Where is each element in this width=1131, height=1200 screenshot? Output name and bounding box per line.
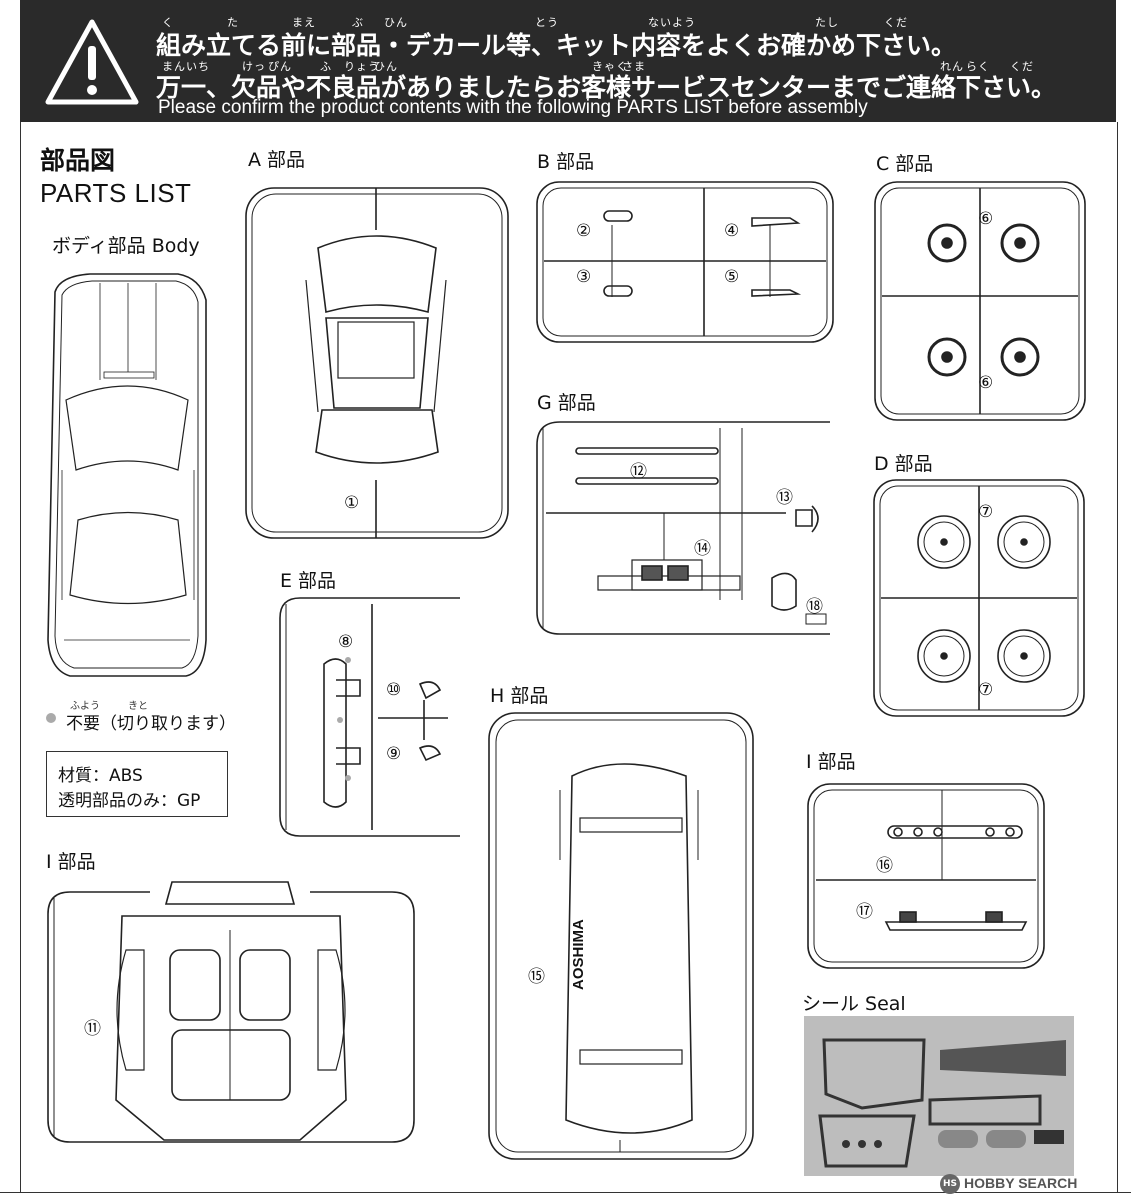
- unneeded-dot-icon: [46, 713, 56, 723]
- part-number-12: ⑫: [630, 462, 647, 482]
- section-b-label: B 部品: [537, 151, 595, 173]
- part-number-6a: ⑥: [978, 209, 994, 229]
- part-number-3: ③: [576, 267, 592, 287]
- warning-banner: [20, 0, 1116, 122]
- banner-line1: 組み立てる前に部品・デカール等、キット内容をよくお確かめ下さい。: [156, 31, 957, 60]
- legend-unneeded: 不要（切り取ります）: [66, 714, 236, 734]
- banner-line3: Please confirm the product contents with…: [158, 97, 868, 118]
- part-number-7b: ⑦: [978, 680, 994, 700]
- body-section-label: ボディ部品 Body: [52, 235, 200, 257]
- part-number-9: ⑨: [386, 744, 402, 764]
- part-number-13: ⑬: [776, 488, 793, 508]
- part-number-17: ⑰: [856, 902, 873, 922]
- section-c-label: C 部品: [876, 153, 934, 175]
- section-a-label: A 部品: [248, 149, 306, 171]
- banner-line2: 万一、欠品や不良品がありましたらお客様サービスセンターまでご連絡下さい。: [156, 73, 1057, 102]
- part-number-6b: ⑥: [978, 373, 994, 393]
- material-box: [46, 751, 228, 817]
- material-line2: 透明部品のみ：GP: [58, 791, 201, 811]
- part-number-2: ②: [576, 221, 592, 241]
- watermark-text: HOBBY SEARCH: [964, 1175, 1078, 1191]
- page-title-jp: 部品図: [40, 146, 116, 175]
- sheet-frame: [20, 122, 1118, 1192]
- part-number-4: ④: [724, 221, 740, 241]
- part-number-15: ⑮: [528, 967, 545, 987]
- material-line1: 材質：ABS: [58, 766, 143, 786]
- section-g-label: G 部品: [537, 392, 596, 414]
- watermark-logo-icon: HS: [940, 1174, 960, 1194]
- part-number-1: ①: [344, 493, 360, 513]
- part-number-7a: ⑦: [978, 502, 994, 522]
- floor-brand-print: AOSHIMA: [570, 919, 587, 990]
- section-h-label: H 部品: [490, 685, 549, 707]
- part-number-11: ⑪: [84, 1019, 101, 1039]
- section-i-left-label: I 部品: [46, 851, 96, 873]
- part-number-8: ⑧: [338, 632, 354, 652]
- section-e-label: E 部品: [280, 570, 337, 592]
- section-i-right-label: I 部品: [806, 751, 856, 773]
- part-number-18: ⑱: [806, 597, 823, 617]
- part-number-10: ⑩: [386, 680, 402, 700]
- part-number-5: ⑤: [724, 267, 740, 287]
- part-number-14: ⑭: [694, 539, 711, 559]
- section-d-label: D 部品: [874, 453, 933, 475]
- warning-icon: [45, 19, 139, 105]
- seal-label: シール Seal: [802, 993, 906, 1015]
- part-number-16: ⑯: [876, 856, 893, 876]
- page-title-en: PARTS LIST: [40, 178, 192, 208]
- sheet-bottom-border: [0, 1192, 1131, 1193]
